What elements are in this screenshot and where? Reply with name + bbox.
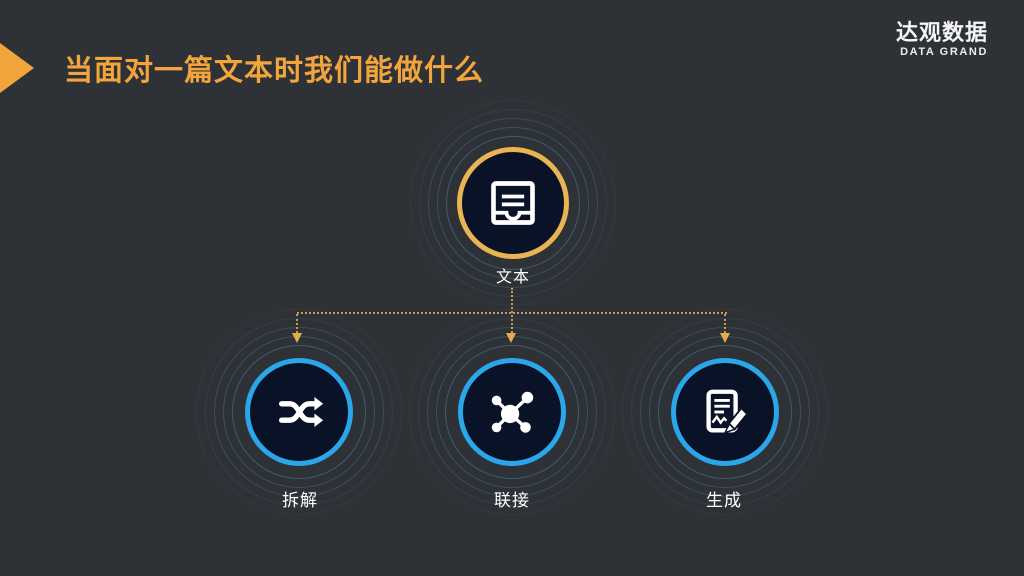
node-label-root: 文本	[495, 269, 531, 286]
network-hub-icon	[491, 391, 534, 433]
node-root-text	[457, 147, 569, 259]
datagrand-logo: 达观数据 DATA GRAND	[895, 20, 988, 59]
shuffle-icon	[278, 397, 324, 427]
connector-horizontal	[297, 312, 727, 314]
connector-vertical-center	[511, 288, 513, 333]
node-label-connect: 联接	[494, 491, 530, 510]
document-edit-icon	[706, 389, 749, 435]
logo-subtitle: DATA GRAND	[900, 46, 988, 59]
arrowhead-right	[720, 333, 730, 343]
node-child-split	[245, 358, 353, 466]
arrowhead-left	[292, 333, 302, 343]
node-child-connect	[458, 358, 566, 466]
connector-vertical-left	[296, 314, 298, 333]
node-child-generate	[671, 358, 779, 466]
slide-title: 当面对一篇文本时我们能做什么	[64, 55, 485, 87]
node-label-split: 拆解	[282, 491, 318, 510]
document-archive-icon	[491, 181, 535, 225]
connector-vertical-right	[724, 314, 726, 333]
node-label-generate: 生成	[706, 491, 742, 510]
arrowhead-center	[506, 333, 516, 343]
title-arrow-marker	[0, 43, 34, 93]
logo-name: 达观数据	[895, 20, 988, 45]
